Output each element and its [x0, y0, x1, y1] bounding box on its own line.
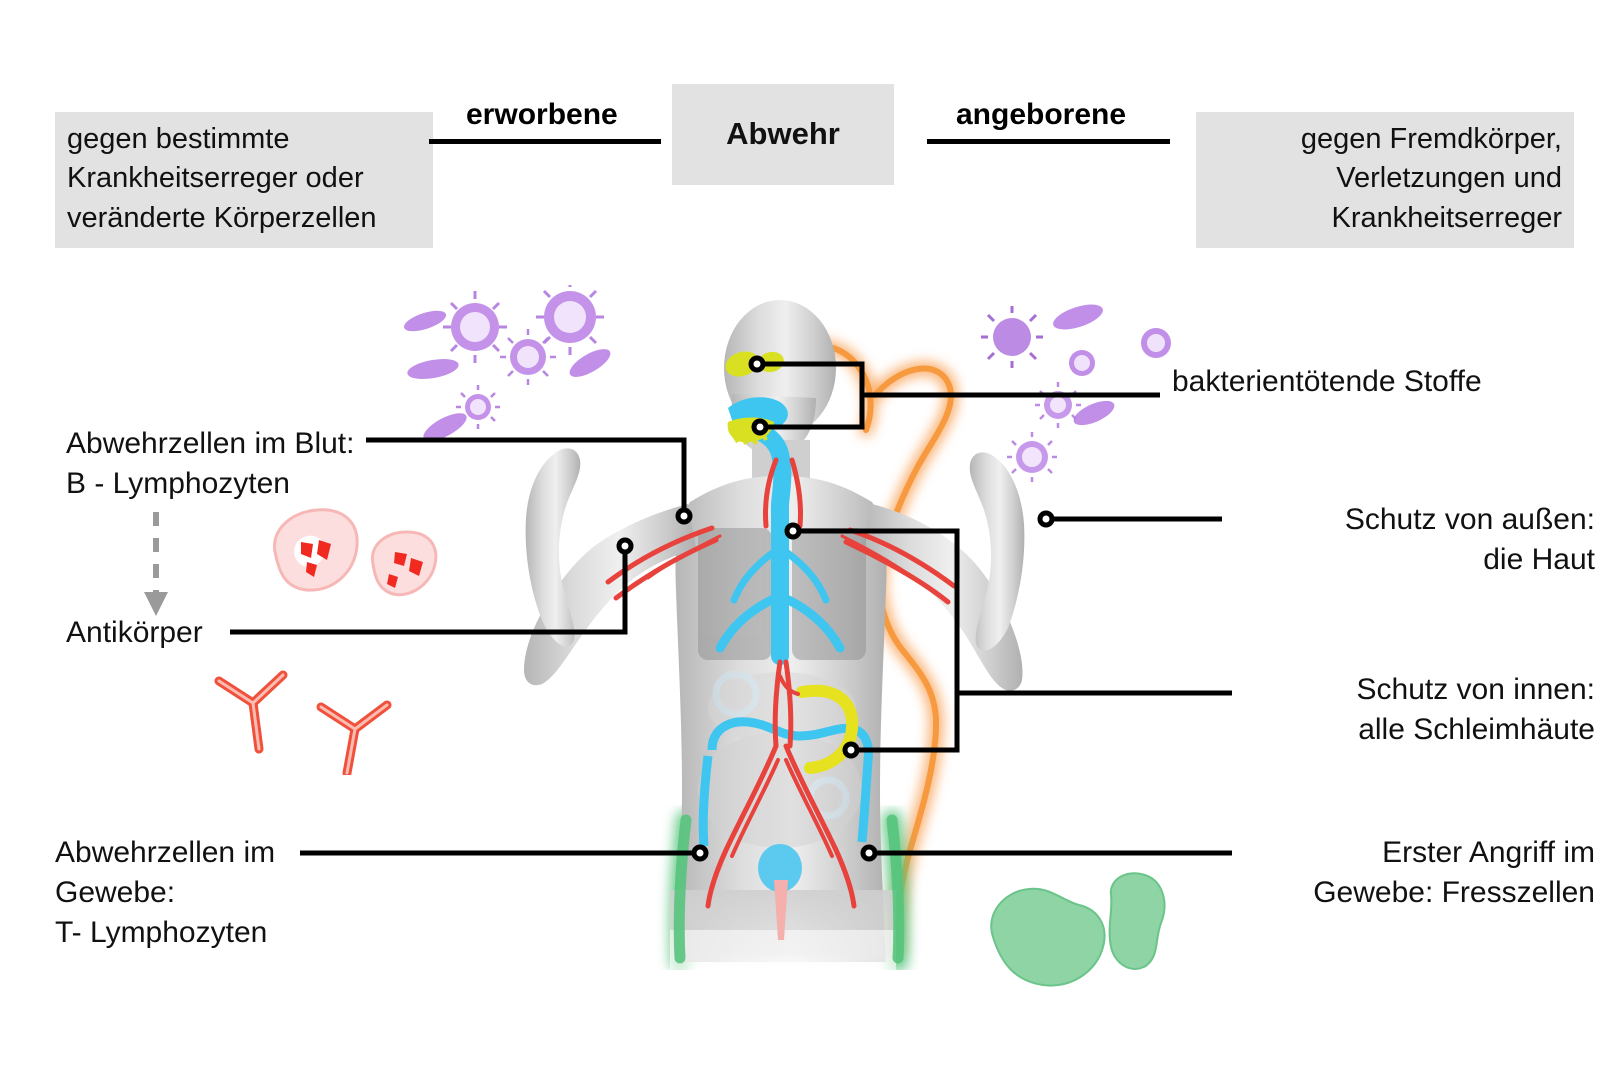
callout-antibacterial-substances: bakterientötende Stoffe — [1172, 365, 1482, 398]
tissue-green-stripes — [673, 814, 905, 964]
antibody-cluster — [214, 670, 392, 775]
callout-mucosa-protection: Schutz von innen: alle Schleimhäute — [1356, 673, 1596, 746]
b-cell-to-antibody-arrow — [144, 512, 168, 616]
pathogens-cluster-right — [981, 304, 1171, 482]
innate-immunity-description: gegen Fremdkörper, Verletzungen und Kran… — [1196, 112, 1574, 249]
b-lymphocyte-cluster — [273, 508, 438, 597]
callout-b-lymphocytes: Abwehrzellen im Blut: B - Lymphozyten — [66, 427, 355, 500]
callout-phagocytes: Erster Angriff im Gewebe: Fresszellen — [1313, 836, 1595, 909]
page-title: Abwehr — [672, 84, 894, 185]
acquired-immunity-description: gegen bestimmte Krankheitserreger oder v… — [55, 112, 433, 249]
urethra — [774, 880, 788, 940]
innate-immunity-label: angeborene — [956, 98, 1127, 131]
acquired-branch-rule — [429, 139, 661, 144]
callout-skin-protection: Schutz von außen: die Haut — [1344, 503, 1595, 576]
acquired-immunity-label: erworbene — [466, 98, 618, 131]
innate-branch-rule — [927, 139, 1170, 144]
pathogens-cluster-left — [403, 285, 611, 441]
callout-antibodies: Antikörper — [66, 616, 203, 649]
callout-t-lymphocytes: Abwehrzellen im Gewebe: T- Lymphozyten — [55, 836, 276, 949]
phagocyte-cluster — [990, 872, 1166, 987]
